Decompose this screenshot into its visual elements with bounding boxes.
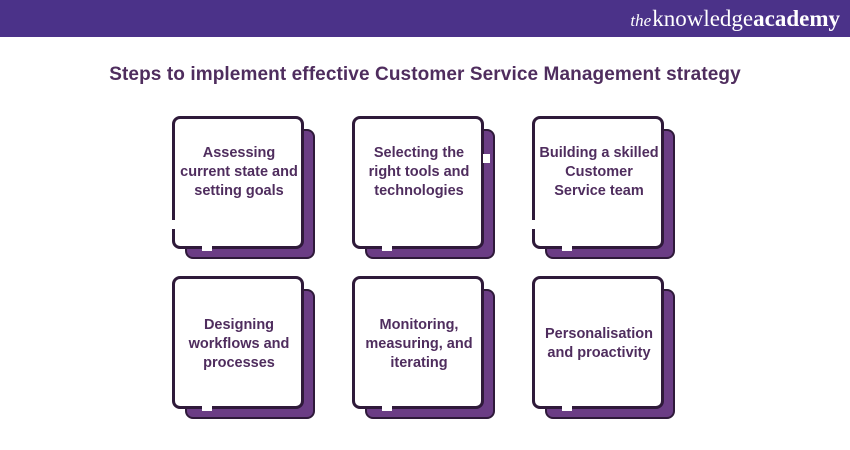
step-label: Personalisation and proactivity [545,326,653,361]
logo-academy-text: academy [753,6,840,31]
step-card-5: Monitoring, measuring, and iterating [352,276,495,419]
step-card-6: Personalisation and proactivity [532,276,675,419]
step-card-1: Assessing current state and setting goal… [168,116,315,259]
step-card-2: Selecting the right tools and technologi… [352,116,495,259]
step-label: Selecting the right tools and technologi… [368,145,470,199]
card-face [352,116,484,249]
brand-logo[interactable]: theknowledgeacademy [630,4,840,35]
logo-the-text: the [630,11,652,30]
step-label: Assessing current state and setting goal… [180,145,298,199]
step-card-4: Designing workflows and processes [172,276,315,419]
step-label: Designing workflows and processes [188,316,290,371]
step-card-3: Building a skilled Customer Service team [528,116,675,259]
step-label: Building a skilled Customer Service team [539,145,659,199]
logo-knowledge-text: knowledge [652,6,754,31]
card-face [172,276,304,409]
step-label: Monitoring, measuring, and iterating [365,316,473,371]
header-bar: theknowledgeacademy [0,0,850,37]
card-face [532,116,664,249]
card-face [532,276,664,409]
card-face [352,276,484,409]
page-title: Steps to implement effective Customer Se… [109,64,741,85]
card-face [172,116,304,249]
